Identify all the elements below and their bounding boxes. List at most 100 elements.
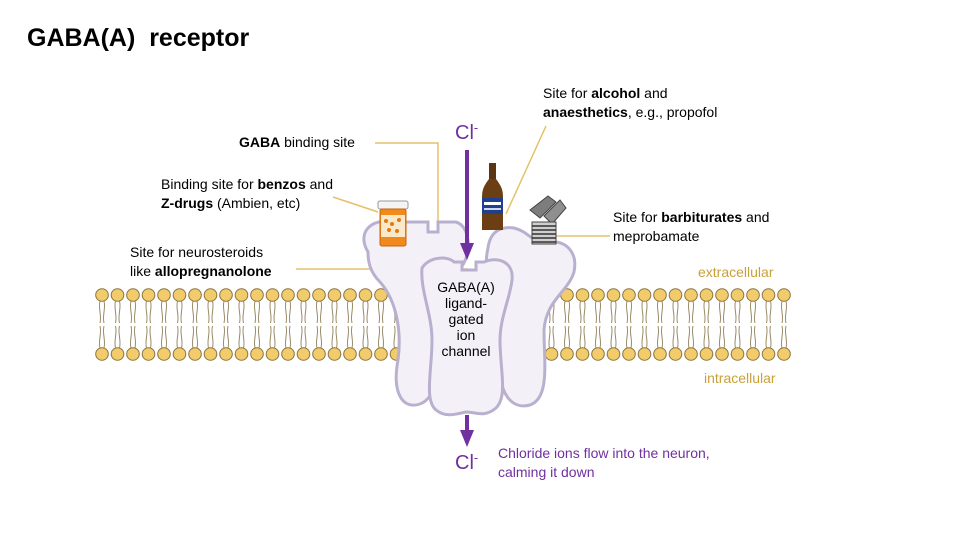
label-bold: Z-drugs: [161, 195, 214, 211]
lipid-tails: [315, 300, 323, 349]
leader-gaba: [375, 142, 439, 222]
lipid-head: [684, 288, 698, 302]
lipid-tails: [563, 300, 571, 349]
lipid-tails: [362, 300, 369, 349]
lipid-head: [606, 347, 621, 361]
lipid-head: [265, 288, 280, 302]
label-bold: barbiturates: [661, 209, 743, 225]
label-text: like: [130, 263, 155, 279]
lipid-head: [606, 288, 621, 302]
lipid-head: [699, 347, 714, 361]
channel-label-line: ligand-: [444, 295, 488, 311]
ion-charge: -: [473, 450, 479, 465]
lipid-tails: [300, 300, 307, 349]
lipid-tails: [377, 300, 385, 349]
lipid-head: [141, 288, 156, 302]
lipid-tails: [129, 300, 137, 349]
lipid-tails: [253, 300, 261, 349]
label-barbiturate-site: Site for barbiturates and meprobamate: [613, 208, 769, 246]
pill-bottle-icon: [377, 200, 409, 247]
label-text: and: [640, 85, 668, 101]
label-bold: alcohol: [591, 85, 641, 101]
membrane-bilayer: [95, 288, 791, 361]
label-text: meprobamate: [613, 228, 700, 244]
barbiturate-icon: [529, 195, 567, 245]
lipid-head: [327, 288, 342, 302]
lipid-tails: [145, 300, 152, 349]
label-benzo-site: Binding site for benzos and Z-drugs (Amb…: [161, 175, 333, 213]
lipid-tails: [765, 300, 772, 349]
label-bold: benzos: [257, 176, 306, 192]
lipid-head: [250, 288, 264, 302]
lipid-tails: [734, 300, 741, 349]
lipid-tails: [625, 300, 633, 349]
lipid-tails: [331, 300, 338, 349]
lipid-head: [172, 347, 187, 361]
ion-flow-arrows: [460, 150, 474, 447]
lipid-tails: [594, 300, 602, 349]
lipid-tails: [610, 300, 617, 349]
lipid-head: [312, 347, 326, 361]
lipid-tails: [346, 300, 354, 349]
lipid-head: [281, 288, 295, 302]
lipid-head: [157, 288, 171, 302]
lipid-head: [203, 347, 218, 361]
lipid-tails: [641, 300, 648, 349]
channel-label-line: gated: [448, 311, 484, 327]
lipid-tails: [579, 300, 586, 349]
label-gaba-site: GABA binding site: [239, 133, 355, 152]
label-text: and: [742, 209, 770, 225]
lipid-head: [544, 347, 559, 361]
lipid-head: [761, 288, 776, 302]
flow-note-line: Chloride ions flow into the neuron,: [498, 445, 710, 461]
label-intracellular: intracellular: [704, 370, 776, 386]
leader-benzo: [332, 196, 379, 213]
lipid-head: [327, 347, 342, 361]
lipid-head: [265, 347, 280, 361]
lipid-head: [343, 347, 357, 361]
lipid-tails: [780, 300, 788, 349]
lipid-head: [250, 347, 264, 361]
lipid-head: [715, 288, 729, 302]
lipid-tails: [98, 300, 106, 349]
lipid-head: [622, 347, 636, 361]
lipid-head: [560, 347, 574, 361]
leader-alcohol: [505, 125, 547, 215]
beer-bottle-icon: [482, 163, 503, 230]
lipid-head: [110, 288, 125, 302]
lipid-head: [730, 288, 745, 302]
flow-note-line: calming it down: [498, 464, 595, 480]
lipid-head: [141, 347, 156, 361]
lipid-head: [684, 347, 698, 361]
flow-note: Chloride ions flow into the neuron, calm…: [498, 444, 710, 482]
lipid-head: [637, 347, 652, 361]
ion-symbol: Cl: [455, 122, 474, 144]
label-bold: anaesthetics: [543, 104, 628, 120]
lipid-tails: [284, 300, 292, 349]
label-text: binding site: [280, 134, 355, 150]
chloride-ion-top: Cl-: [455, 120, 478, 145]
arrowhead-bottom: [460, 430, 474, 447]
label-neurosteroid-site: Site for neurosteroids like allopregnano…: [130, 243, 272, 281]
lipid-head: [637, 288, 652, 302]
lipid-tails: [238, 300, 245, 349]
lipid-tails: [687, 300, 695, 349]
lipid-head: [653, 347, 667, 361]
lipid-tails: [718, 300, 726, 349]
lipid-head: [358, 288, 373, 302]
lipid-head: [761, 347, 776, 361]
lipid-head: [219, 288, 233, 302]
lipid-tails: [191, 300, 199, 349]
lipid-head: [746, 347, 760, 361]
lipid-head: [234, 288, 249, 302]
lipid-head: [591, 347, 605, 361]
lipid-tails: [703, 300, 710, 349]
lipid-head: [203, 288, 218, 302]
lipid-head: [95, 288, 109, 302]
lipid-head: [730, 347, 745, 361]
page-title: GABA(A) receptor: [27, 24, 250, 52]
lipid-head: [296, 288, 311, 302]
channel-label-line: ion: [456, 327, 476, 343]
lipid-head: [172, 288, 187, 302]
